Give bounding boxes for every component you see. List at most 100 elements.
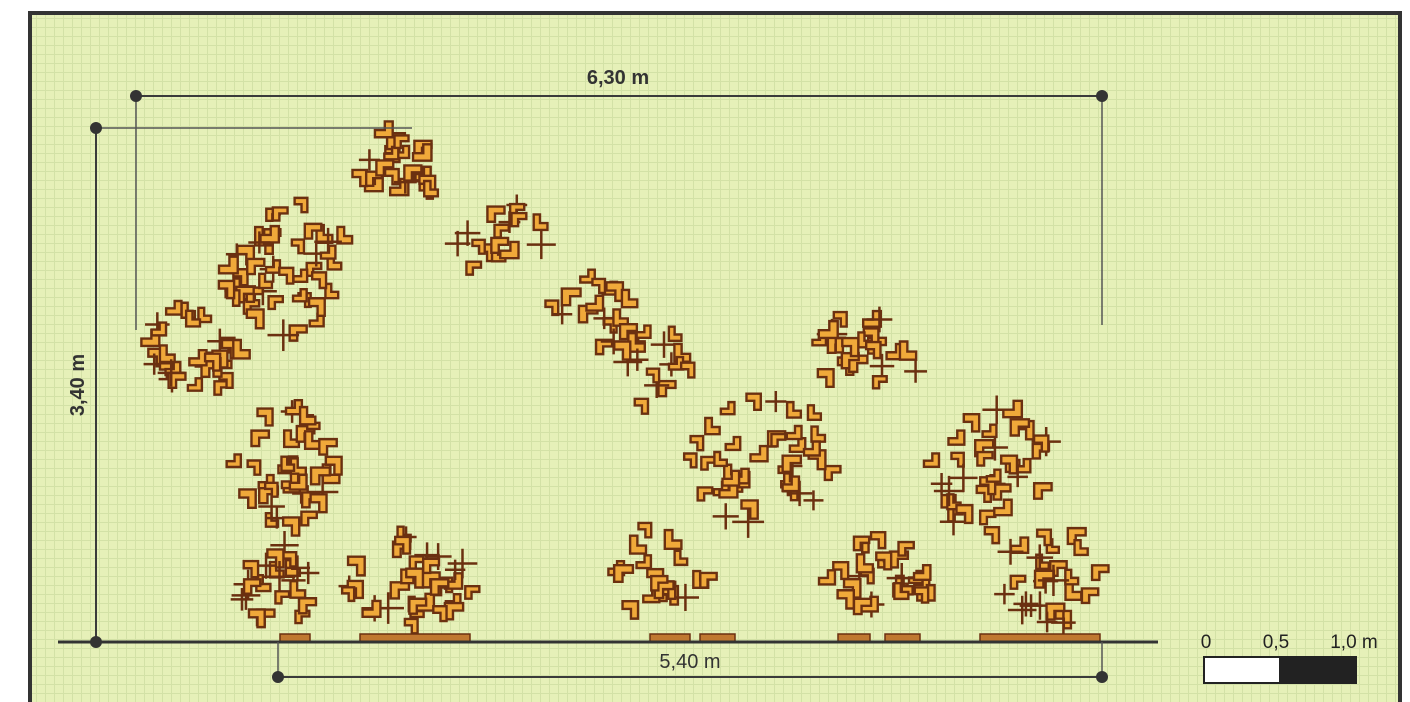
sculpture-tile xyxy=(307,297,326,318)
sculpture-tile xyxy=(267,295,285,311)
dimension-label-left: 3,40 m xyxy=(67,354,89,416)
sculpture-tile xyxy=(612,308,630,327)
sculpture-tile xyxy=(962,412,981,433)
sculpture-tile xyxy=(247,608,266,629)
sculpture-tile xyxy=(346,555,366,577)
sculpture-tile xyxy=(897,540,915,557)
sculpture-tile xyxy=(225,453,243,469)
sculpture-tile xyxy=(696,486,714,502)
sculpture-tile xyxy=(394,535,412,555)
sculpture-tile xyxy=(232,338,251,360)
sculpture-tile xyxy=(421,557,441,575)
sculpture-tile xyxy=(217,279,236,300)
sculpture-tile xyxy=(621,599,640,620)
sculpture-tile xyxy=(832,310,848,328)
sculpture-tile xyxy=(893,581,910,601)
sculpture-tile xyxy=(411,143,433,162)
sculpture-tile xyxy=(836,589,856,610)
sculpture-tile xyxy=(289,580,307,599)
sculpture-tile xyxy=(242,559,260,579)
sculpture-tile xyxy=(408,597,428,615)
sculpture-tile xyxy=(245,308,265,330)
sculpture-tile xyxy=(770,432,787,448)
scale-bar: 0 0,5 1,0 m xyxy=(1201,632,1378,684)
sculpture-tile xyxy=(1036,528,1053,547)
sculpture-tile xyxy=(186,377,204,392)
sculpture-tile xyxy=(423,179,440,198)
sculpture-tile xyxy=(955,503,974,525)
sculpture-cross xyxy=(157,359,185,387)
sculpture-tile xyxy=(663,528,683,551)
sculpture-tile xyxy=(271,206,289,222)
sculpture-tile xyxy=(613,340,632,361)
sculpture-tile xyxy=(913,586,930,604)
sculpture-cross xyxy=(933,475,965,507)
sculpture-tile xyxy=(324,455,343,476)
sculpture-cross xyxy=(765,391,787,413)
sculpture-tile xyxy=(781,454,803,474)
sculpture-tile xyxy=(605,281,625,303)
sculpture-tile xyxy=(309,466,332,486)
sculpture-cross xyxy=(1019,594,1043,618)
sculpture-tile xyxy=(869,530,887,550)
sculpture-tile xyxy=(922,452,941,469)
sculpture-cross xyxy=(1037,564,1070,596)
sculpture-tile xyxy=(721,469,741,487)
sculpture-tile xyxy=(978,509,997,526)
sculpture-tile xyxy=(336,225,354,245)
sculpture-tile xyxy=(340,586,356,603)
scale-tick-0: 0 xyxy=(1201,632,1212,653)
sculpture-tile xyxy=(594,338,614,356)
sculpture-tile xyxy=(976,450,994,467)
sculpture-tile xyxy=(318,437,338,456)
dimension-width-top: 6,30 m xyxy=(130,67,1108,330)
sculpture-tile xyxy=(403,164,423,182)
sculpture-cross xyxy=(447,548,478,579)
sculpture-cross xyxy=(1036,611,1058,633)
sculpture-tile xyxy=(667,325,683,342)
sculpture-tile xyxy=(620,288,639,309)
dimension-label-top: 6,30 m xyxy=(587,67,649,89)
sculpture-cross xyxy=(552,304,573,325)
sculpture-tile xyxy=(912,564,932,581)
sculpture-tile xyxy=(810,425,827,443)
sculpture-tile xyxy=(719,400,736,416)
sculpture-cross xyxy=(297,561,320,585)
sculpture-cross xyxy=(267,319,300,351)
sculpture-tile xyxy=(235,285,255,304)
sculpture-tile xyxy=(246,459,262,476)
sculpture-tile xyxy=(816,367,835,389)
scale-tick-half: 0,5 xyxy=(1263,632,1289,653)
sculpture-tile xyxy=(393,134,410,150)
sculpture-tile xyxy=(898,340,918,361)
sculpture-tile xyxy=(689,434,705,452)
sculpture-tile xyxy=(242,578,262,595)
sculpture-tile xyxy=(645,367,661,384)
sculpture-tile xyxy=(292,268,309,283)
sculpture-tile xyxy=(471,238,486,255)
sculpture-tile xyxy=(947,429,966,446)
sculpture-tile xyxy=(1002,399,1024,419)
sculpture-tile xyxy=(749,444,769,463)
sculpture-tile xyxy=(699,571,718,589)
sculpture-tile xyxy=(291,287,308,303)
sculpture-tile xyxy=(585,294,605,312)
sculpture-tile xyxy=(443,601,465,621)
sculpture-tile xyxy=(637,521,653,539)
sculpture-cross xyxy=(712,503,739,530)
sculpture-tile xyxy=(985,468,1002,483)
sculpture-tile xyxy=(1009,418,1031,437)
sculpture-tile xyxy=(633,397,650,415)
sculpture-tile xyxy=(1080,587,1100,605)
sculpture-tile xyxy=(389,581,411,600)
sculpture-tile xyxy=(785,424,803,441)
sculpture-cross xyxy=(1013,591,1039,617)
sculpture-tile xyxy=(158,344,176,364)
sculpture-tile xyxy=(280,455,296,473)
sculpture-tile xyxy=(184,309,202,328)
sculpture-tile xyxy=(864,340,882,360)
sculpture-cross xyxy=(997,538,1024,565)
sculpture-tile xyxy=(256,407,274,427)
panel-frame xyxy=(28,11,1402,702)
sculpture-tile xyxy=(188,348,208,367)
